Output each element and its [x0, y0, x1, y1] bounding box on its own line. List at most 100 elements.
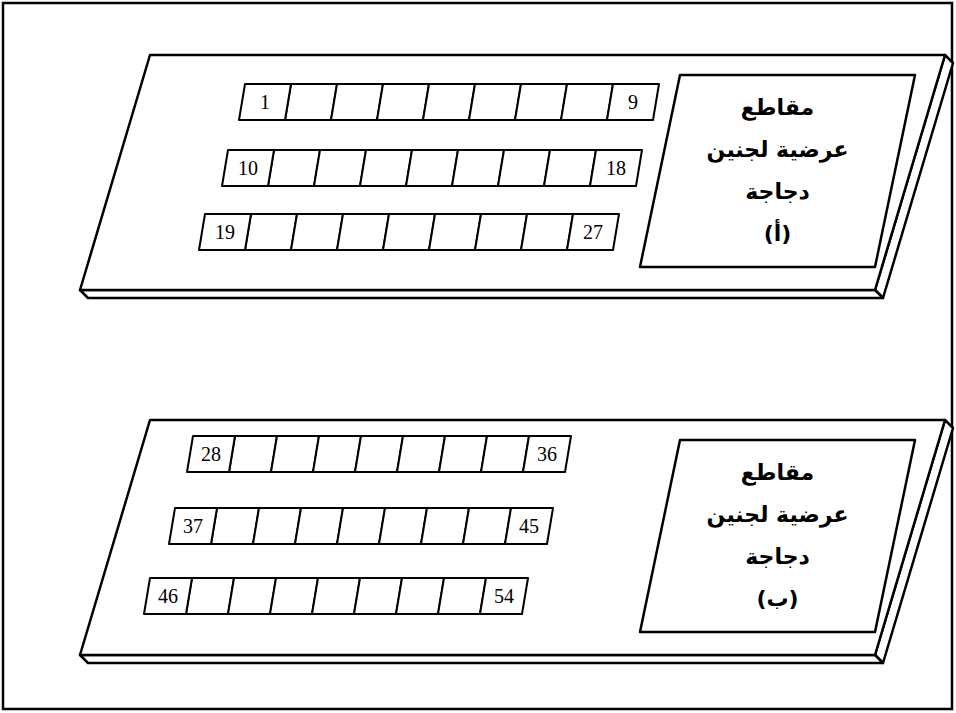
numbered-slide: 46	[144, 578, 192, 614]
node-content: 54	[480, 578, 528, 614]
glass-slide	[421, 508, 469, 544]
glass-slide	[313, 436, 361, 472]
caption-text: مقاطع عرضية لجنين دجاجة	[703, 87, 853, 212]
slide-number: 10	[238, 158, 258, 178]
glass-slide	[312, 578, 360, 614]
slide-number: 36	[537, 444, 557, 464]
glass-slide	[360, 150, 412, 186]
glass-slide	[469, 84, 521, 120]
node-content: 18	[590, 150, 642, 186]
glass-slide	[481, 436, 529, 472]
node-content: 28	[187, 436, 235, 472]
numbered-slide: 27	[567, 214, 619, 250]
numbered-slide: 37	[169, 508, 217, 544]
glass-slide	[544, 150, 596, 186]
slide-number: 46	[158, 586, 178, 606]
numbered-slide: 9	[607, 84, 659, 120]
outline-shape	[144, 578, 192, 614]
glass-slide	[314, 150, 366, 186]
outline-shape	[590, 150, 642, 186]
slide-tray	[80, 55, 953, 298]
glass-slide	[337, 508, 385, 544]
node-content: 27	[567, 214, 619, 250]
outline-shape	[199, 214, 251, 250]
glass-slide	[396, 578, 444, 614]
glass-slide	[245, 214, 297, 250]
slide-number: 28	[201, 444, 221, 464]
glass-slide	[438, 578, 486, 614]
outline-shape	[523, 436, 571, 472]
node-content: 36	[523, 436, 571, 472]
glass-slide	[521, 214, 573, 250]
caption-text: (ب)	[756, 578, 798, 620]
node-content: 10	[222, 150, 274, 186]
slide-tray	[80, 420, 953, 663]
glass-slide	[463, 508, 511, 544]
caption-text: مقاطع عرضية لجنين دجاجة	[703, 452, 853, 577]
node-content: مقاطع عرضية لجنين دجاجة(ب)	[640, 440, 915, 632]
glass-slide	[186, 578, 234, 614]
numbered-slide: 1	[239, 84, 291, 120]
glass-slide	[515, 84, 567, 120]
node-content: 45	[505, 508, 553, 544]
numbered-slide: 54	[480, 578, 528, 614]
node-content: 46	[144, 578, 192, 614]
slide-number: 54	[494, 586, 514, 606]
glass-slide	[229, 436, 277, 472]
glass-slide	[295, 508, 343, 544]
slide-number: 1	[260, 92, 270, 112]
glass-slide	[268, 150, 320, 186]
glass-slide	[379, 508, 427, 544]
outline-shape	[505, 508, 553, 544]
numbered-slide: 18	[590, 150, 642, 186]
glass-slide	[429, 214, 481, 250]
slide-number: 37	[183, 516, 203, 536]
label-card: مقاطع عرضية لجنين دجاجة(ب)	[640, 440, 915, 632]
numbered-slide: 10	[222, 150, 274, 186]
numbered-slide: 19	[199, 214, 251, 250]
glass-slide	[331, 84, 383, 120]
node-content: 19	[199, 214, 251, 250]
glass-slide	[211, 508, 259, 544]
outline-shape	[640, 440, 915, 632]
caption-text: (أ)	[764, 213, 792, 255]
slide-number: 27	[583, 222, 603, 242]
outline-shape	[640, 75, 915, 267]
glass-slide	[270, 578, 318, 614]
glass-slide	[271, 436, 319, 472]
numbered-slide: 36	[523, 436, 571, 472]
numbered-slide: 28	[187, 436, 235, 472]
slide-number: 19	[215, 222, 235, 242]
glass-slide	[439, 436, 487, 472]
tray-top	[80, 55, 945, 290]
glass-slide	[383, 214, 435, 250]
glass-slide	[452, 150, 504, 186]
slide-number: 9	[628, 92, 638, 112]
outline-shape	[480, 578, 528, 614]
outline-shape	[169, 508, 217, 544]
glass-slide	[228, 578, 276, 614]
outline-shape	[187, 436, 235, 472]
tray-top	[80, 420, 945, 655]
node-content: 1	[239, 84, 291, 120]
glass-slide	[285, 84, 337, 120]
glass-slide	[475, 214, 527, 250]
glass-slide	[406, 150, 458, 186]
glass-slide	[423, 84, 475, 120]
label-card: مقاطع عرضية لجنين دجاجة(أ)	[640, 75, 915, 267]
glass-slide	[337, 214, 389, 250]
glass-slide	[354, 578, 402, 614]
outline-shape	[607, 84, 659, 120]
outline-shape	[222, 150, 274, 186]
node-content: 9	[607, 84, 659, 120]
frame	[3, 3, 952, 709]
outline-shape	[239, 84, 291, 120]
glass-slide	[561, 84, 613, 120]
node-content: مقاطع عرضية لجنين دجاجة(أ)	[640, 75, 915, 267]
numbered-slide: 45	[505, 508, 553, 544]
glass-slide	[355, 436, 403, 472]
outline-shape	[567, 214, 619, 250]
slide-number: 45	[519, 516, 539, 536]
glass-slide	[397, 436, 445, 472]
glass-slide	[498, 150, 550, 186]
